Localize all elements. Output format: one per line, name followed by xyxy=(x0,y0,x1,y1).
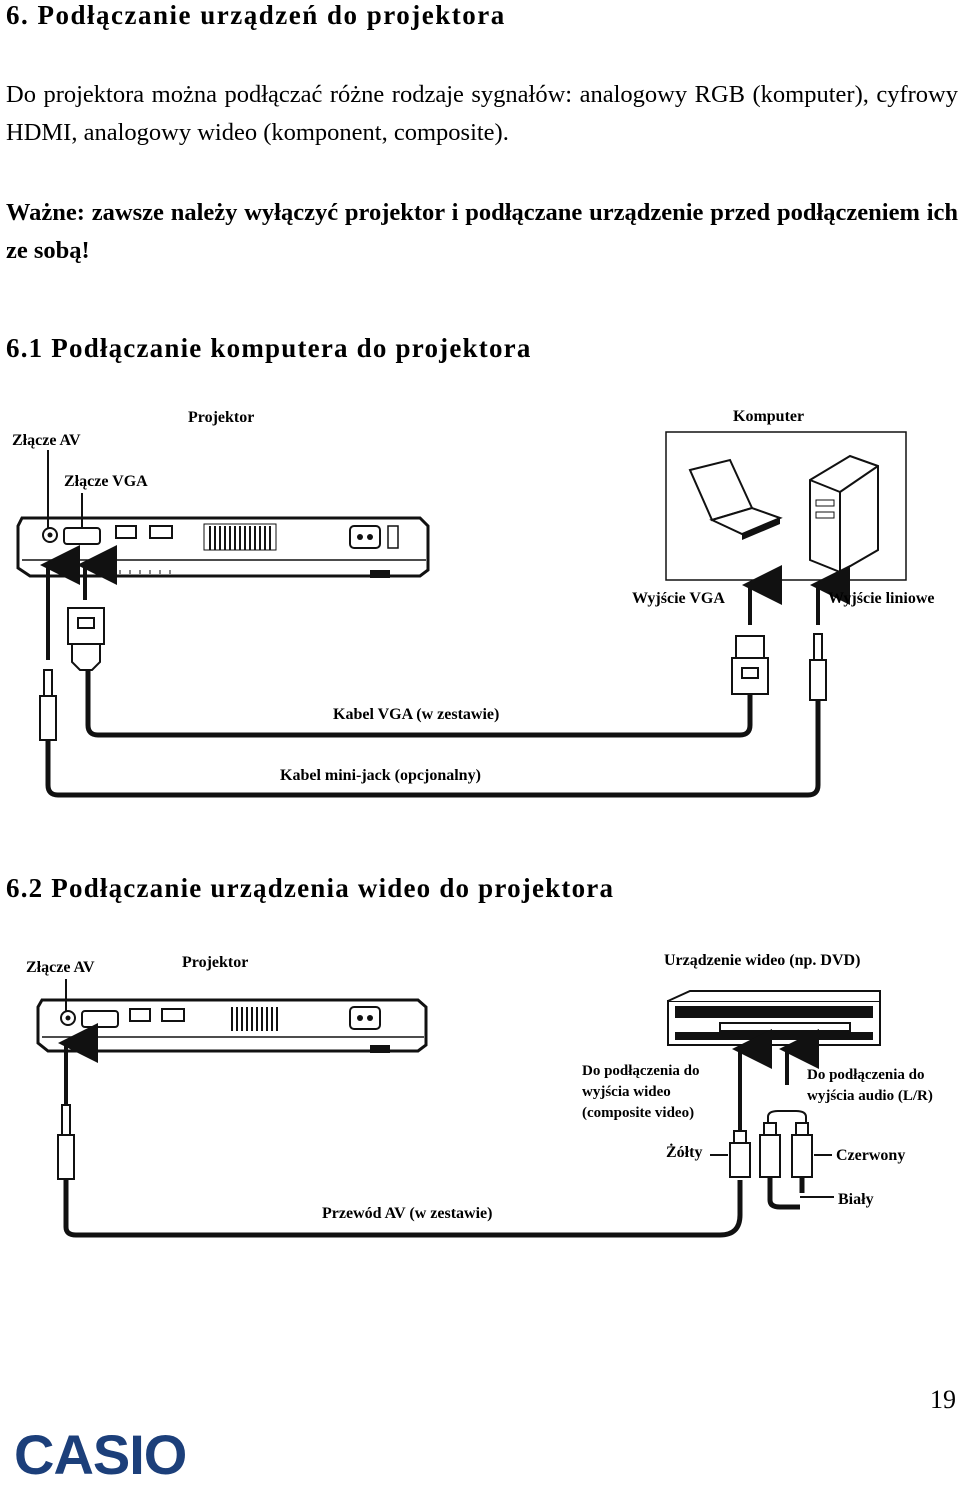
vga-cable-line xyxy=(85,668,753,738)
label-video-out-line-2: wyjścia wideo xyxy=(582,1084,671,1100)
label-audio-out-line-2: wyjścia audio (L/R) xyxy=(807,1088,933,1104)
intro-paragraph: Do projektora można podłączać różne rodz… xyxy=(6,81,958,146)
av-plug-icon xyxy=(57,1104,75,1180)
diagram-video-connection: Złącze AV Projektor Urządzenie wideo (np… xyxy=(0,945,960,1245)
section-1-title: 6.1 Podłączanie komputera do projektora xyxy=(6,333,532,363)
label-vga-port: Złącze VGA xyxy=(64,473,148,490)
label-line-out: Wyjście liniowe xyxy=(828,590,935,607)
rca-plugs-icon xyxy=(729,1122,813,1178)
projector-icon xyxy=(36,998,428,1053)
label-av-port: Złącze AV xyxy=(12,432,81,449)
label-video-device: Urządzenie wideo (np. DVD) xyxy=(664,952,861,969)
label-projector: Projektor xyxy=(188,409,255,426)
vga-plug-right-icon xyxy=(731,635,769,695)
dvd-player-icon xyxy=(667,990,881,1046)
laptop-icon xyxy=(688,458,783,540)
label-av-port: Złącze AV xyxy=(26,959,95,976)
label-video-out-line-1: Do podłączenia do xyxy=(582,1063,700,1079)
label-red: Czerwony xyxy=(836,1147,906,1164)
label-white: Biały xyxy=(838,1191,874,1208)
label-yellow: Żółty xyxy=(666,1144,703,1161)
label-av-cable: Przewód AV (w zestawie) xyxy=(322,1205,493,1222)
warning-paragraph: Ważne: zawsze należy wyłączyć projektor … xyxy=(6,199,958,264)
label-video-out-line-3: (composite video) xyxy=(582,1105,695,1121)
label-audio-out-line-1: Do podłączenia do xyxy=(807,1067,925,1083)
minijack-cable-line xyxy=(45,700,821,798)
vga-plug-left-icon xyxy=(67,607,105,671)
minijack-plug-left-icon xyxy=(39,669,57,741)
page-number: 19 xyxy=(930,1385,956,1414)
projector-icon xyxy=(16,516,430,578)
minijack-plug-right-icon xyxy=(809,633,827,701)
label-minijack-cable: Kabel mini-jack (opcjonalny) xyxy=(280,767,481,784)
label-projector: Projektor xyxy=(182,954,249,971)
diagram-computer-connection: Złącze AV Projektor Złącze VGA Komputer … xyxy=(0,400,960,810)
desktop-tower-icon xyxy=(809,454,879,574)
label-computer: Komputer xyxy=(733,408,805,425)
svg-text:CASIO: CASIO xyxy=(14,1430,186,1480)
section-2-title: 6.2 Podłączanie urządzenia wideo do proj… xyxy=(6,873,615,903)
casio-logo: CASIO xyxy=(14,1423,264,1486)
page-heading: 6. Podłączanie urządzeń do projektora xyxy=(6,0,506,30)
av-cable-line xyxy=(63,1177,805,1238)
label-vga-cable: Kabel VGA (w zestawie) xyxy=(333,706,500,723)
label-vga-out: Wyjście VGA xyxy=(632,590,725,607)
